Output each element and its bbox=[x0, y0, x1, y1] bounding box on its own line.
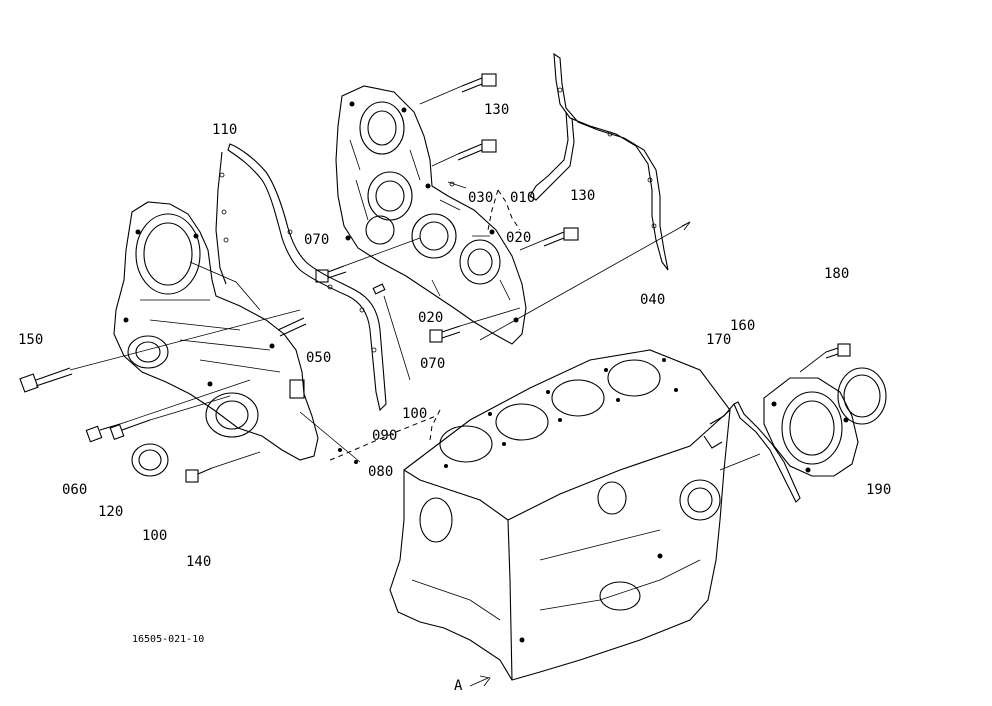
label-080: 080 bbox=[368, 464, 393, 480]
label-020-left: 020 bbox=[418, 310, 443, 326]
label-100-seal: 100 bbox=[142, 528, 167, 544]
label-100-gasket: 100 bbox=[402, 406, 427, 422]
label-120: 120 bbox=[98, 504, 123, 520]
label-190: 190 bbox=[866, 482, 891, 498]
label-170: 170 bbox=[706, 332, 731, 348]
label-180: 180 bbox=[824, 266, 849, 282]
label-050: 050 bbox=[306, 350, 331, 366]
gear-case-cover bbox=[335, 85, 527, 345]
bolt-060 bbox=[85, 423, 121, 443]
reference-code: 16505-021-10 bbox=[132, 634, 204, 645]
label-020-right: 020 bbox=[506, 230, 531, 246]
label-110: 110 bbox=[212, 122, 237, 138]
oil-seal-190 bbox=[837, 367, 887, 425]
bolt-070-lower bbox=[429, 325, 461, 343]
stud-050 bbox=[277, 317, 307, 337]
bolt-120 bbox=[109, 419, 151, 441]
bolt-180 bbox=[825, 343, 851, 359]
gasket-040 bbox=[529, 52, 669, 271]
label-070-lower: 070 bbox=[420, 356, 445, 372]
label-140: 140 bbox=[186, 554, 211, 570]
label-070-upper: 070 bbox=[304, 232, 329, 248]
bolt-150 bbox=[19, 367, 73, 393]
bolt-070-upper bbox=[315, 265, 347, 283]
bolt-130-right bbox=[543, 227, 579, 247]
label-010: 010 bbox=[510, 190, 535, 206]
view-marker-a: A bbox=[454, 678, 463, 694]
label-040: 040 bbox=[640, 292, 665, 308]
seal-housing-160 bbox=[763, 377, 859, 477]
label-060: 060 bbox=[62, 482, 87, 498]
gear-case-housing bbox=[113, 201, 319, 461]
gasket-110 bbox=[215, 143, 387, 412]
cylinder-block bbox=[389, 349, 731, 681]
label-130-top: 130 bbox=[484, 102, 509, 118]
gasket-170 bbox=[703, 401, 801, 503]
label-090: 090 bbox=[372, 428, 397, 444]
label-160: 160 bbox=[730, 318, 755, 334]
label-130-right: 130 bbox=[570, 188, 595, 204]
label-030: 030 bbox=[468, 190, 493, 206]
seal-100 bbox=[131, 443, 169, 477]
assembly-lines bbox=[69, 85, 827, 687]
bolt-130-mid bbox=[457, 139, 497, 161]
label-150: 150 bbox=[18, 332, 43, 348]
bolt-130-top bbox=[461, 73, 497, 93]
bolt-140 bbox=[185, 467, 213, 483]
pin-020 bbox=[372, 283, 386, 295]
